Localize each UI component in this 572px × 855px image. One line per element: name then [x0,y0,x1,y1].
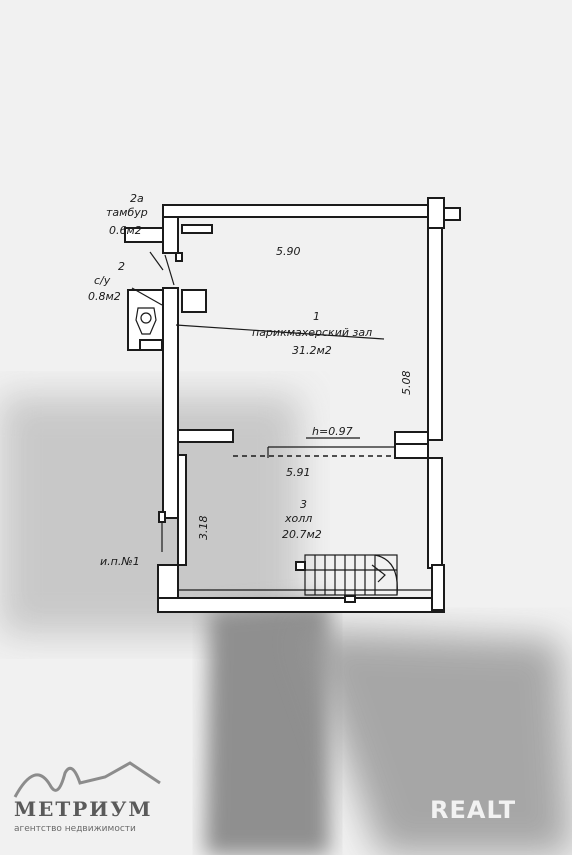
room-1-name: парикмахерский зал [252,326,372,339]
dim-right-height: 5.08 [400,371,413,396]
watermark-right-name: REALT [430,796,517,824]
photo-shadow [0,395,572,855]
room-1-number: 1 [313,310,320,323]
room-2a-area: 0.6м2 [109,224,142,237]
room-3-name: холл [284,512,312,525]
dim-left-height: 3.18 [197,516,210,541]
room-3-area: 20.7м2 [282,528,322,541]
dim-mid-width: 5.91 [286,466,311,479]
room-1-area: 31.2м2 [292,344,332,357]
watermark-left-name: МЕТРИУМ [14,797,153,821]
room-2-area: 0.8м2 [88,290,121,303]
room-2a-name: тамбур [106,206,148,219]
walls [157,197,461,613]
room-2a-number: 2a [130,192,144,205]
staircase [295,554,398,603]
room-2-name: с/у [94,274,111,287]
dim-top-width: 5.90 [276,245,301,258]
watermark-left-tagline: агентство недвижимости [14,824,136,834]
room-2-number: 2 [118,260,125,273]
room-3-number: 3 [300,498,307,511]
dim-step-height: h=0.97 [312,425,353,438]
bathroom [124,227,175,351]
metrium-logo-icon [13,761,161,798]
marker-label: и.п.№1 [100,555,140,568]
